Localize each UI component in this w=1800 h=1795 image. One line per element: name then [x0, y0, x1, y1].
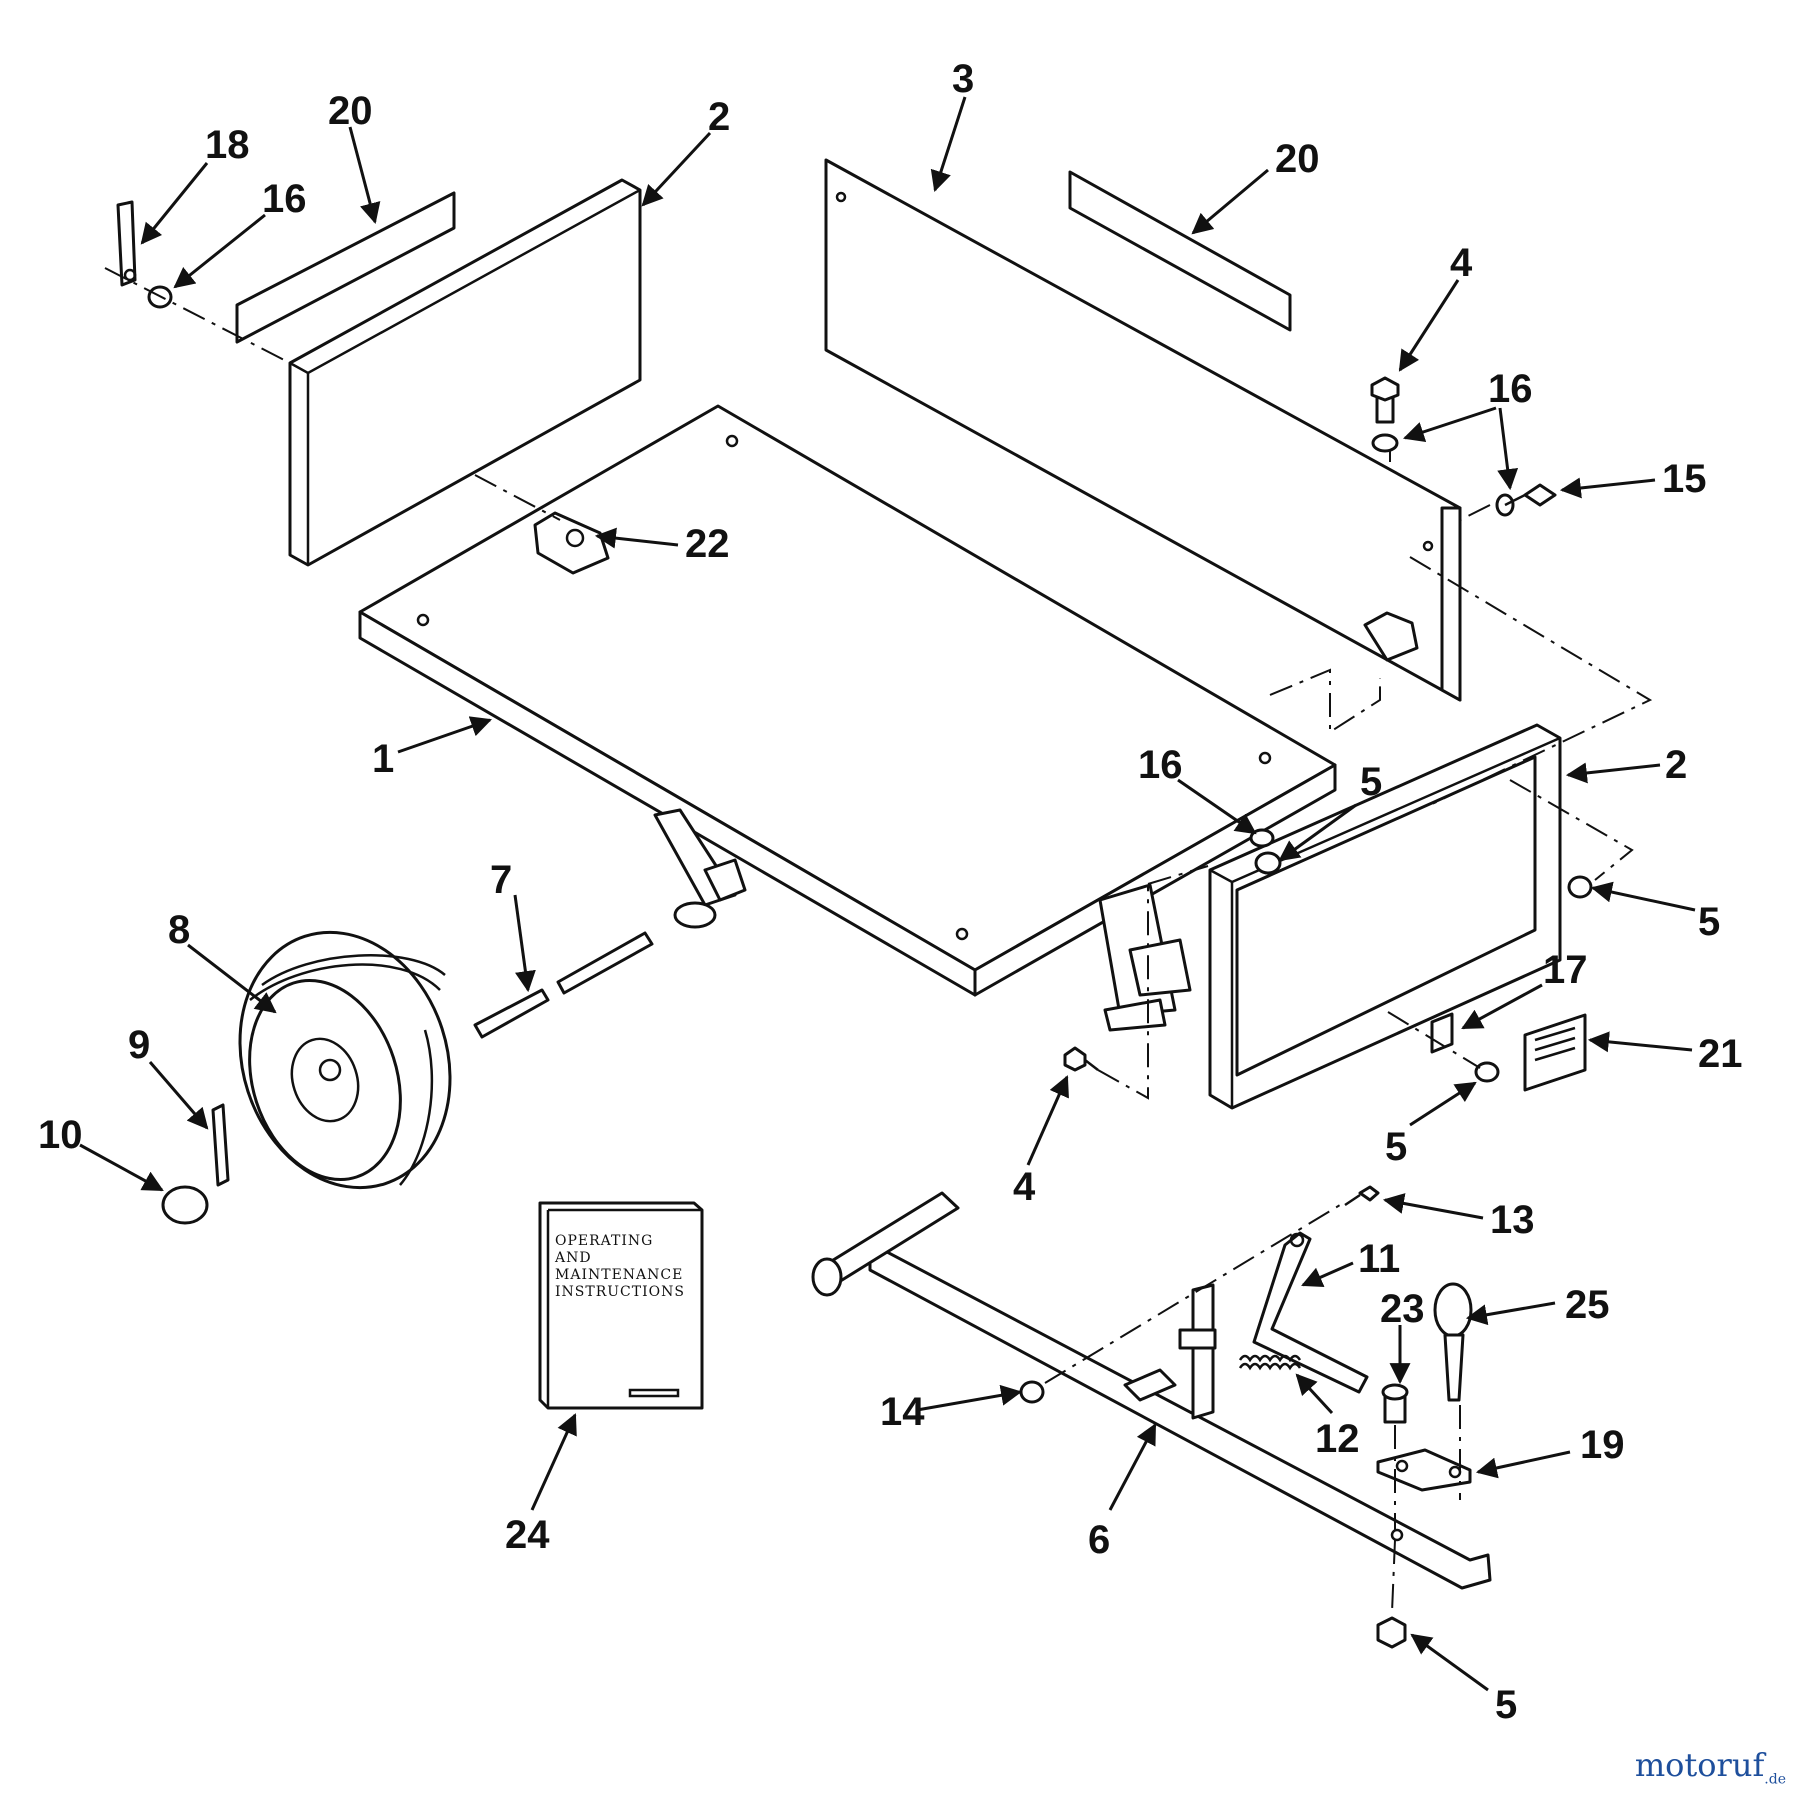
- wheel-tire: [238, 930, 452, 1190]
- hub-cap: [161, 1185, 209, 1225]
- callout-5-gate: 5: [1698, 900, 1720, 944]
- callout-5-bottom: 5: [1495, 1683, 1517, 1727]
- release-lever: [1252, 1231, 1369, 1394]
- nut-tongue-left: [1019, 1380, 1045, 1404]
- ring-pin: [1433, 1282, 1473, 1402]
- hitch-pin: [1381, 1383, 1409, 1424]
- callout-24: 24: [505, 1513, 550, 1557]
- callout-12: 12: [1315, 1417, 1360, 1461]
- callout-10: 10: [38, 1113, 83, 1157]
- spring: [1238, 1354, 1302, 1371]
- callout-8: 8: [168, 908, 190, 952]
- reflector-strip-right: [1068, 170, 1292, 332]
- leader-arrows: [79, 96, 1696, 1692]
- callout-11: 11: [1358, 1237, 1400, 1281]
- decal: [1523, 1013, 1587, 1092]
- callout-22: 22: [685, 522, 730, 566]
- callout-18: 18: [205, 123, 250, 167]
- nut-tongue-bottom: [1376, 1616, 1407, 1649]
- screw-tongue: [1344, 1185, 1380, 1207]
- hinge-bracket: [116, 200, 137, 287]
- callout-15: 15: [1662, 457, 1707, 501]
- callout-14: 14: [880, 1390, 925, 1434]
- side-board-long: [824, 158, 1462, 702]
- callout-2-front: 2: [708, 95, 730, 139]
- callout-labels: 18 16 20 2 3 20 4 16 15 22 1 16 5 2 5 7 …: [38, 57, 1743, 1727]
- tongue: [811, 1191, 1492, 1590]
- callout-20-right: 20: [1275, 137, 1320, 181]
- cotter-pin: [211, 1103, 230, 1187]
- clip: [1430, 1012, 1454, 1054]
- callout-5-lower: 5: [1385, 1125, 1407, 1169]
- callout-4-top: 4: [1450, 241, 1473, 285]
- nut-gate-right: [1567, 875, 1593, 899]
- bolt-top: [1370, 376, 1400, 424]
- manual-title-line1: OPERATING: [555, 1233, 653, 1249]
- hitch-plate: [1376, 1448, 1472, 1492]
- screw-side: [1504, 483, 1557, 507]
- latch: [533, 511, 610, 575]
- latch-bracket-leg: [1098, 883, 1192, 1032]
- assembly-lines: [104, 267, 1653, 1613]
- callout-16-bed: 16: [1138, 743, 1183, 787]
- callout-20-left: 20: [328, 89, 373, 133]
- callout-19: 19: [1580, 1423, 1625, 1467]
- end-board-front: [288, 178, 642, 567]
- callout-16-left: 16: [262, 177, 307, 221]
- callout-21: 21: [1698, 1032, 1743, 1076]
- bolt-lower: [1063, 1046, 1099, 1072]
- reflector-strip-left: [235, 191, 456, 344]
- callout-9: 9: [128, 1023, 150, 1067]
- callout-6: 6: [1088, 1518, 1110, 1562]
- callout-3: 3: [952, 57, 974, 101]
- nut-gate-mid: [1254, 851, 1282, 875]
- manual-title-line3: MAINTENANCE: [555, 1267, 683, 1283]
- manual-title-line4: INSTRUCTIONS: [555, 1284, 685, 1300]
- washer-top: [1371, 433, 1399, 453]
- operating-manual: OPERATING AND MAINTENANCE INSTRUCTIONS: [538, 1201, 704, 1410]
- watermark-main: motoruf: [1634, 1745, 1765, 1784]
- latch-post: [1178, 1283, 1217, 1420]
- callout-25: 25: [1565, 1283, 1610, 1327]
- nut-gate-lower: [1474, 1061, 1500, 1083]
- callout-17: 17: [1543, 948, 1588, 992]
- callout-13: 13: [1490, 1198, 1535, 1242]
- manual-title-line2: AND: [554, 1250, 592, 1266]
- callout-7: 7: [490, 858, 512, 902]
- callout-16-top: 16: [1488, 367, 1533, 411]
- callout-4-lower: 4: [1013, 1165, 1036, 1209]
- axle-pin: [473, 931, 654, 1039]
- watermark-suffix: .de: [1764, 1771, 1786, 1787]
- callout-1: 1: [372, 737, 394, 781]
- callout-23: 23: [1380, 1287, 1425, 1331]
- pivot-bracket: [653, 808, 747, 929]
- callout-2-rear: 2: [1665, 743, 1687, 787]
- end-gate-rear: [1208, 723, 1562, 1110]
- callout-5-bed: 5: [1360, 760, 1382, 804]
- watermark: motoruf.de: [1635, 1746, 1786, 1787]
